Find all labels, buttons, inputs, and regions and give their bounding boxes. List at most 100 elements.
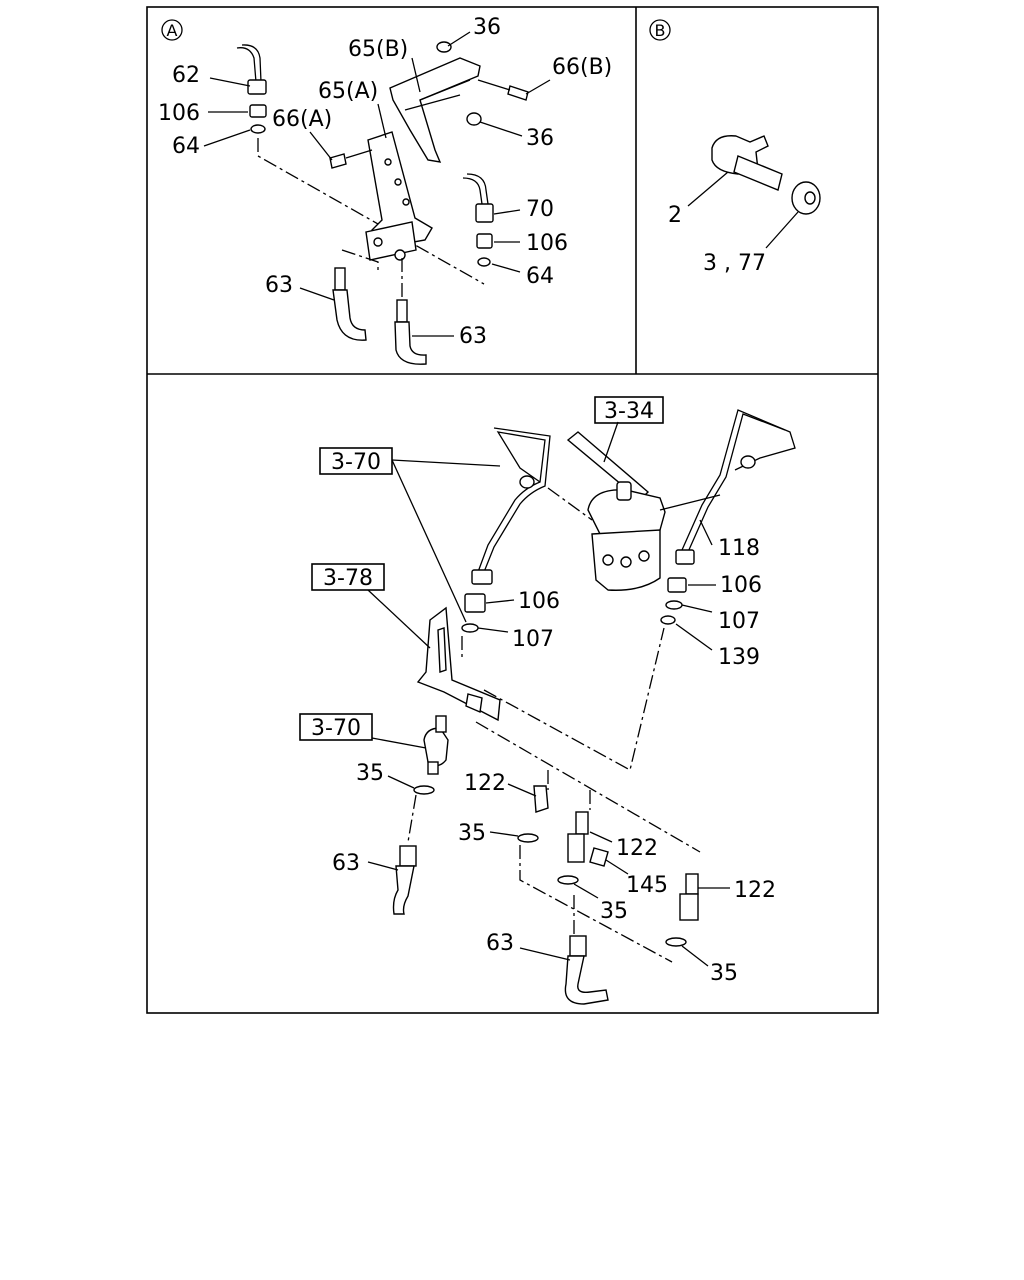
reference-box-3-34: [594, 396, 664, 424]
callout-107-main-right: 107: [718, 609, 760, 634]
main-panel-drawing: [392, 409, 796, 1005]
connector-122-b-shape: [567, 833, 585, 863]
section-b-marker: B: [649, 19, 671, 41]
hose-63-left-shape: [332, 289, 367, 341]
reference-3-70-top: 3-70: [331, 450, 381, 475]
section-b-label: B: [655, 21, 666, 40]
callout-35-c: 35: [600, 899, 628, 924]
hose-63-main-left-shape: [392, 865, 415, 915]
callout-35-b: 35: [458, 821, 486, 846]
callout-107-main-left: 107: [512, 627, 554, 652]
callout-122-c: 122: [734, 878, 776, 903]
section-a-label: A: [167, 21, 178, 40]
washer-35-a-shape: [413, 785, 435, 795]
hose-63-left-fitting: [334, 267, 346, 291]
fitting-62-shape: [247, 79, 267, 95]
callout-numbers: 36 65(B) 66(B) 62 65(A) 106 66(A) 36 64 …: [158, 15, 776, 986]
callout-63-main-bottom: 63: [486, 931, 514, 956]
pipe-62-shape: [236, 47, 257, 83]
filter-handle-shape: [566, 431, 650, 501]
washer-64-right-shape: [477, 257, 491, 267]
callout-66b: 66(B): [552, 55, 612, 80]
callout-2: 2: [668, 203, 682, 228]
washer-35-b-shape: [517, 833, 539, 843]
washer-107-main-right-shape: [665, 600, 683, 610]
connector-122-a-shape: [533, 785, 549, 813]
union-fitting-2-barb: [733, 155, 783, 191]
bolt-66b-shape: [507, 85, 529, 101]
nut-106-main-right-shape: [667, 577, 687, 593]
connector-122-c-top: [685, 873, 699, 895]
panel-a-drawing: [236, 41, 529, 365]
hose-63-right-shape: [394, 321, 427, 365]
callout-106-a-left: 106: [158, 101, 200, 126]
reference-3-34: 3-34: [604, 399, 654, 424]
hose-63-main-left-fitting: [399, 845, 417, 867]
bracket-65a-foot-shape: [365, 221, 417, 261]
callout-106-main-right: 106: [720, 573, 762, 598]
reference-box-3-70-bottom: [299, 713, 373, 741]
reference-3-78: 3-78: [323, 566, 373, 591]
tee-fitting-shape: [423, 727, 449, 767]
reference-box-3-70-top: [319, 447, 393, 475]
hose-63-right-fitting: [396, 299, 408, 323]
callout-118: 118: [718, 536, 760, 561]
nut-106-main-left-shape: [464, 593, 486, 613]
callout-145: 145: [626, 873, 668, 898]
washer-107-main-left-shape: [461, 623, 479, 633]
callout-64-left: 64: [172, 134, 200, 159]
callout-3-77: 3 , 77: [703, 251, 766, 276]
diagram-outer-frame: [146, 6, 879, 1014]
callout-35-a: 35: [356, 761, 384, 786]
fitting-left-shape: [471, 569, 493, 585]
fuel-pipe-left-shape: [477, 431, 546, 573]
assembly-chain-line-b: [341, 249, 379, 270]
bracket-3-78-shape: [416, 606, 501, 722]
reference-3-70-bottom: 3-70: [311, 716, 361, 741]
fitting-70-shape: [475, 203, 494, 223]
callout-70: 70: [526, 197, 554, 222]
callout-106-main-left: 106: [518, 589, 560, 614]
screw-145-shape: [589, 847, 609, 867]
washer-35-d-shape: [665, 937, 687, 947]
callout-36-top: 36: [473, 15, 501, 40]
assembly-chain-main-right: [483, 627, 665, 771]
connector-122-b-top: [575, 811, 589, 835]
fuel-pipe-118-shape: [681, 409, 796, 551]
leader-lines: [203, 31, 799, 967]
reference-box-3-78: [311, 563, 385, 591]
callout-122-b: 122: [616, 836, 658, 861]
callout-62: 62: [172, 63, 200, 88]
callout-64-right: 64: [526, 264, 554, 289]
bracket-65b-shape: [389, 57, 481, 163]
callout-65b: 65(B): [348, 37, 408, 62]
callout-139: 139: [718, 645, 760, 670]
section-a-marker: A: [161, 19, 183, 41]
assembly-chain-main-lower: [475, 721, 701, 853]
fitting-right-shape: [675, 549, 695, 565]
pipe-70-shape: [462, 177, 483, 205]
callout-122-a: 122: [464, 771, 506, 796]
assembly-chain-line-a: [257, 138, 485, 285]
hose-63-main-bottom-shape: [564, 955, 609, 1005]
connector-122-c-shape: [679, 893, 699, 921]
panel-b-drawing: [711, 135, 821, 215]
callout-35-d: 35: [710, 961, 738, 986]
callout-63-a-left: 63: [265, 273, 293, 298]
nut-106-right-shape: [476, 233, 493, 249]
callout-36-mid: 36: [526, 126, 554, 151]
callout-63-main-left: 63: [332, 851, 360, 876]
callout-106-a-right: 106: [526, 231, 568, 256]
nut-36-mid-shape: [466, 112, 482, 126]
callout-63-a-right: 63: [459, 324, 487, 349]
callout-66a: 66(A): [272, 107, 332, 132]
callout-65a: 65(A): [318, 79, 378, 104]
hose-63-main-bottom-fitting: [569, 935, 587, 957]
washer-139-shape: [660, 615, 676, 625]
nut-36-top-shape: [436, 41, 452, 53]
bracket-65a-shape: [367, 131, 433, 249]
washer-64-left-shape: [250, 124, 266, 134]
nut-106-left-shape: [249, 104, 267, 118]
bolt-66a-shape: [329, 153, 347, 169]
